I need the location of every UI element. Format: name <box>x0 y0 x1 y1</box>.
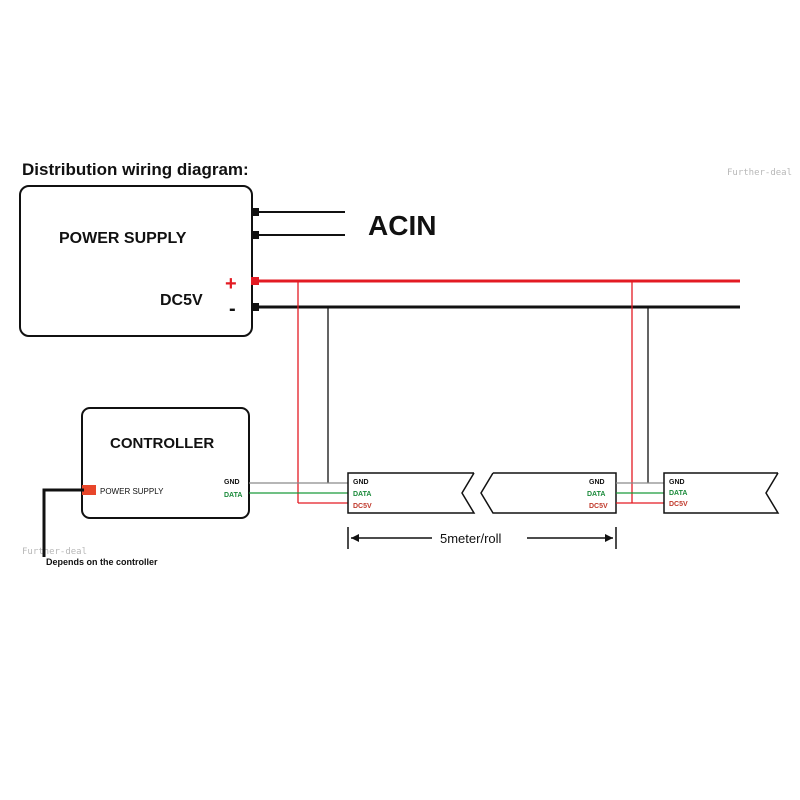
controller-power-label: POWER SUPPLY <box>100 487 164 496</box>
controller-box <box>81 407 250 519</box>
strip-3-outline <box>663 472 780 514</box>
strip-2-gnd: GND <box>589 479 605 486</box>
strip-1-dc5v: DC5V <box>353 503 372 510</box>
dimension-arrow-left <box>351 534 359 542</box>
controller-data-label: DATA <box>224 492 242 499</box>
acin-label: ACIN <box>368 210 436 241</box>
watermark-bottom: Further-deal <box>22 547 87 557</box>
power-supply-label: POWER SUPPLY <box>59 230 187 247</box>
dimension-arrow-right <box>605 534 613 542</box>
strip-2-data: DATA <box>587 491 605 498</box>
strip-2-dc5v: DC5V <box>589 503 608 510</box>
minus-sign: - <box>229 298 236 320</box>
length-label: 5meter/roll <box>440 531 502 546</box>
plus-sign: + <box>225 273 237 295</box>
watermark-top: Further-deal <box>727 168 792 178</box>
strip-1-gnd: GND <box>353 479 369 486</box>
controller-label: CONTROLLER <box>110 435 214 452</box>
power-supply-box <box>19 185 253 337</box>
strip-1-outline <box>347 472 476 514</box>
strip-3-data: DATA <box>669 490 687 497</box>
diagram-title: Distribution wiring diagram: <box>22 160 249 179</box>
acin-terminal-2 <box>251 231 259 239</box>
dc-plus-terminal <box>251 277 259 285</box>
depends-note: Depends on the controller <box>46 557 158 567</box>
acin-terminal-1 <box>251 208 259 216</box>
controller-gnd-label: GND <box>224 479 240 486</box>
strip-2-outline <box>480 472 617 514</box>
strip-3-dc5v: DC5V <box>669 501 688 508</box>
dc-minus-terminal <box>251 303 259 311</box>
controller-power-connector <box>82 485 96 495</box>
strip-3-gnd: GND <box>669 479 685 486</box>
dc5v-label: DC5V <box>160 292 203 309</box>
strip-1-data: DATA <box>353 491 371 498</box>
controller-power-lead <box>42 488 84 557</box>
